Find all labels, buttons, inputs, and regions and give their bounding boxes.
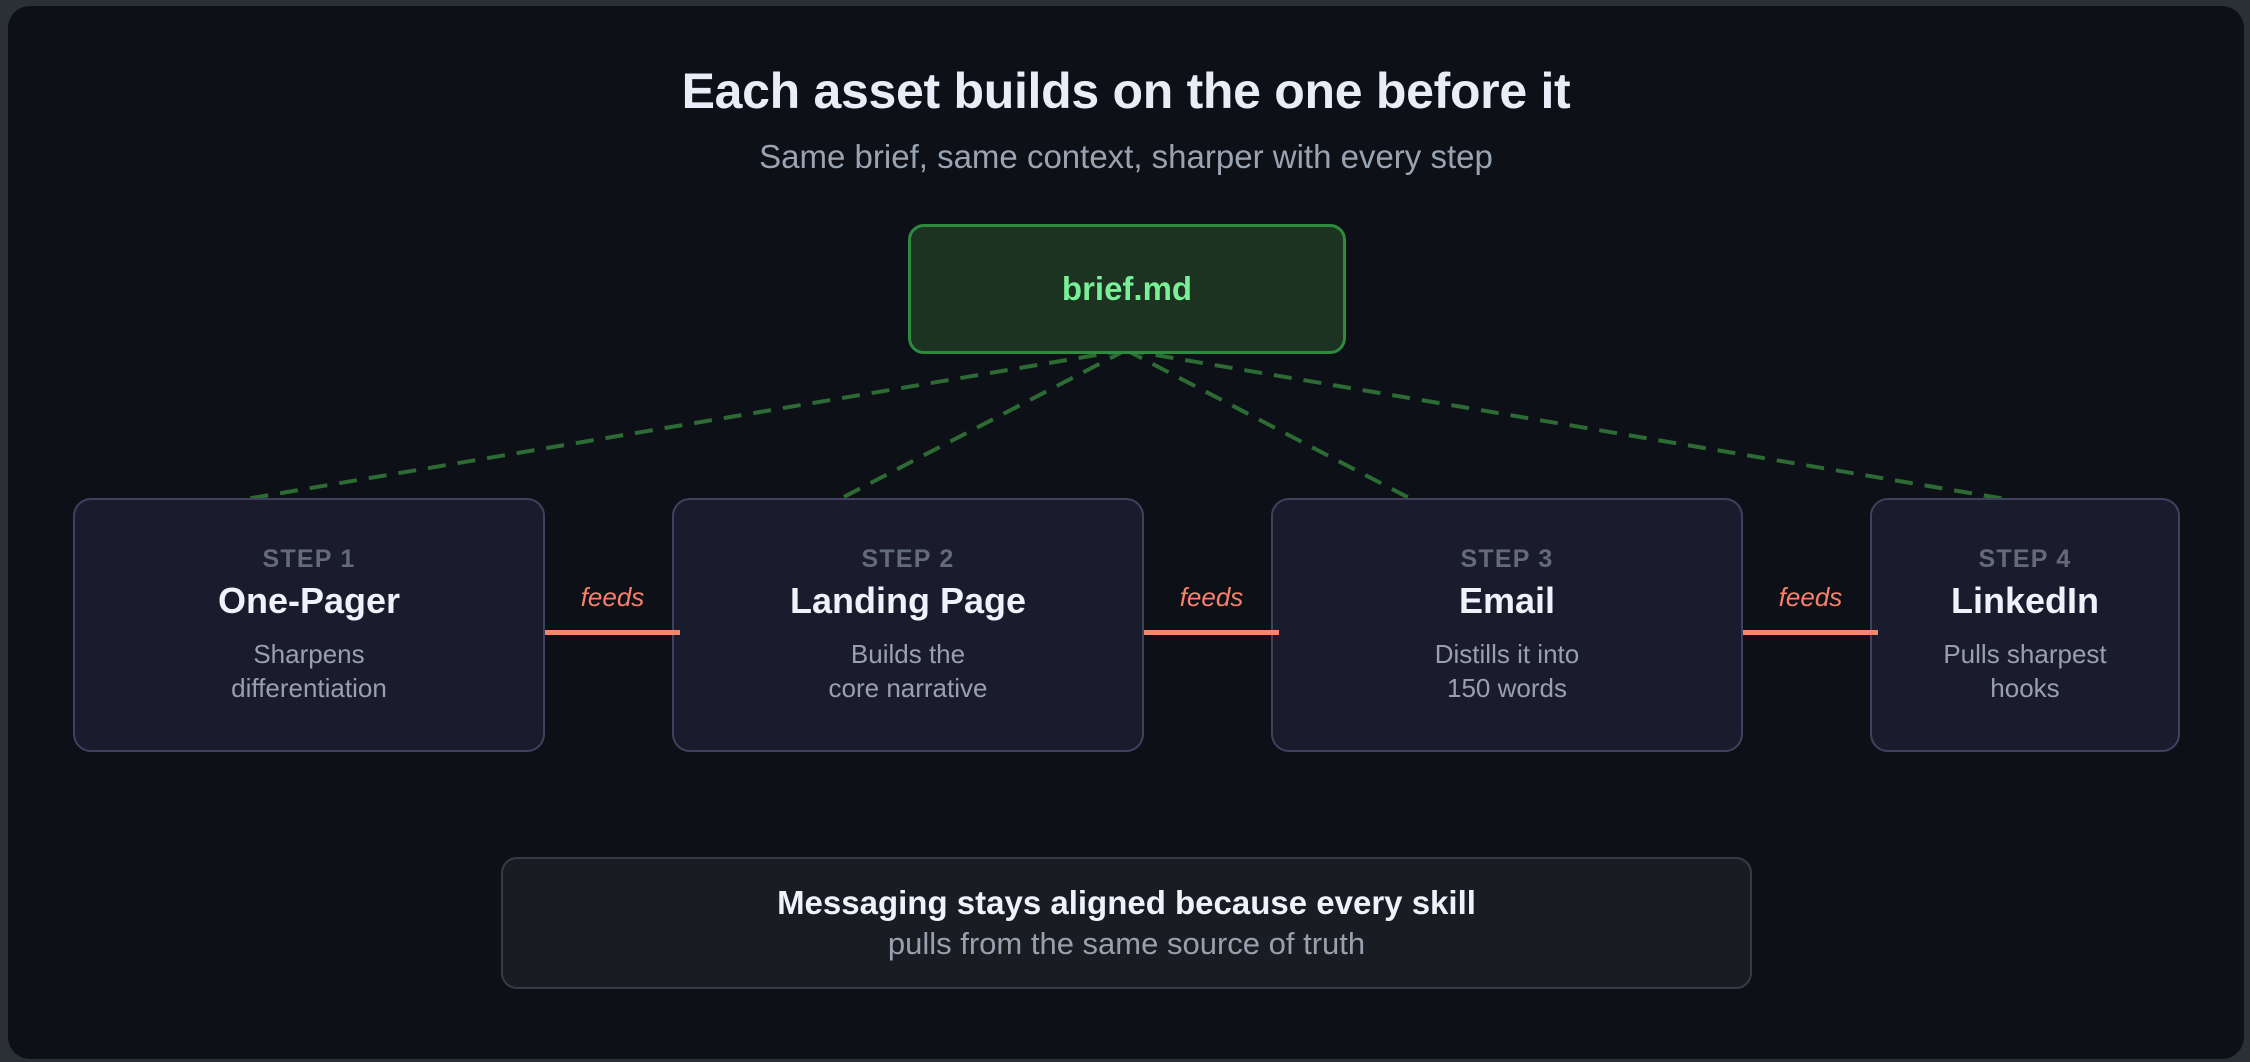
feeds-connector-3-label: feeds [1778, 582, 1843, 612]
source-node-brief-md[interactable]: brief.md [908, 224, 1346, 354]
diagram-panel: Each asset builds on the one before it S… [8, 6, 2244, 1059]
feeds-connector-2-line [1144, 630, 1279, 635]
page-subtitle: Same brief, same context, sharper with e… [759, 138, 1493, 175]
step-card-2-desc-line1: Builds the [850, 638, 966, 669]
step-card-4-desc-line1: Pulls sharpest [1943, 638, 2107, 669]
step-card-1-step-label: STEP 1 [262, 544, 356, 573]
feeds-connector-2: feeds [1144, 498, 1279, 752]
step-card-2-desc-line2: core narrative [828, 672, 988, 703]
step-card-3-title: Email [1458, 579, 1556, 621]
step-card-2[interactable]: STEP 2 Landing Page Builds the core narr… [672, 498, 1144, 752]
feeds-connector-3-line [1743, 630, 1878, 635]
page-title: Each asset builds on the one before it [681, 63, 1571, 119]
step-card-row: STEP 1 One-Pager Sharpens differentiatio… [8, 498, 2244, 758]
fan-line-step-4 [1125, 348, 2012, 502]
step-card-4-desc-line2: hooks [1990, 672, 2060, 703]
step-card-4[interactable]: STEP 4 LinkedIn Pulls sharpest hooks [1870, 498, 2180, 752]
footer-note-line1: Messaging stays aligned because every sk… [777, 884, 1476, 921]
step-card-2-step-label: STEP 2 [861, 544, 955, 573]
step-card-2-description: Builds the core narrative [829, 638, 988, 706]
fan-line-step-2 [837, 348, 1127, 502]
step-card-4-description: Pulls sharpest hooks [1943, 638, 2106, 706]
footer-note-line2: pulls from the same source of truth [887, 926, 1366, 961]
fan-line-step-1 [239, 348, 1127, 502]
footer-note: Messaging stays aligned because every sk… [501, 857, 1752, 989]
feeds-connector-1-label: feeds [580, 582, 645, 612]
feeds-connector-2-label: feeds [1179, 582, 1244, 612]
source-node-label: brief.md [1061, 270, 1193, 307]
step-card-1-description: Sharpens differentiation [231, 638, 387, 706]
step-card-1[interactable]: STEP 1 One-Pager Sharpens differentiatio… [73, 498, 545, 752]
step-card-1-desc-line1: Sharpens [253, 638, 365, 669]
fan-line-step-3 [1125, 348, 1414, 502]
step-card-4-title: LinkedIn [1950, 579, 2099, 621]
step-card-3-desc-line2: 150 words [1447, 672, 1567, 703]
feeds-connector-1: feeds [545, 498, 680, 752]
step-card-3[interactable]: STEP 3 Email Distills it into 150 words [1271, 498, 1743, 752]
feeds-connector-1-line [545, 630, 680, 635]
step-card-1-title: One-Pager [217, 579, 401, 621]
step-card-3-step-label: STEP 3 [1460, 544, 1554, 573]
feeds-connector-3: feeds [1743, 498, 1878, 752]
step-card-3-desc-line1: Distills it into [1434, 638, 1580, 669]
step-card-1-desc-line2: differentiation [231, 672, 387, 703]
step-card-4-step-label: STEP 4 [1978, 544, 2072, 573]
step-card-3-description: Distills it into 150 words [1435, 638, 1579, 706]
step-card-2-title: Landing Page [789, 579, 1027, 621]
